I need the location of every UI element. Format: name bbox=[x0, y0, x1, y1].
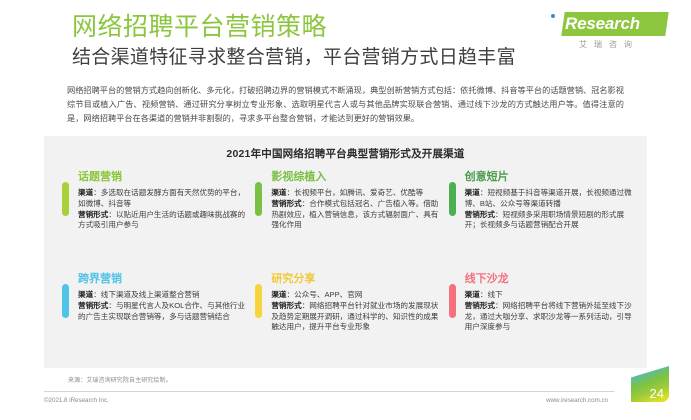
card-form-label: 营销形式 bbox=[78, 209, 109, 219]
card-channel-line: 渠道：线下 bbox=[465, 290, 632, 301]
card-body: 跨界营销渠道：线下渠道及线上渠道整合营销营销形式：与明星代言人及KOL合作、与其… bbox=[78, 271, 245, 322]
page-corner-graphic: 24 bbox=[631, 366, 669, 402]
chart-title: 2021年中国网络招聘平台典型营销形式及开展渠道 bbox=[226, 148, 465, 160]
card-channel-line: 渠道：多选取在话题发酵方面有天然优势的平台，如微博、抖音等 bbox=[78, 188, 245, 210]
card-accent-bar bbox=[62, 284, 69, 318]
card-body: 线下沙龙渠道：线下营销形式：网络招聘平台将线下营销外延至线下沙龙，通过大咖分享、… bbox=[465, 271, 632, 333]
card-text: 渠道：长视频平台，如腾讯、爱奇艺、优酷等营销形式：合作模式包括冠名、广告植入等。… bbox=[271, 188, 438, 231]
marketing-card: 线下沙龙渠道：线下营销形式：网络招聘平台将线下营销外延至线下沙龙，通过大咖分享、… bbox=[448, 271, 632, 367]
logo-dot-icon bbox=[551, 14, 555, 18]
card-channel-value: ： bbox=[286, 188, 295, 197]
card-form-text: 合作模式包括冠名、广告植入等。借助热剧效应，植入营销信息，该方式辐射面广、具有强… bbox=[271, 198, 439, 230]
card-body: 话题营销渠道：多选取在话题发酵方面有天然优势的平台，如微博、抖音等营销形式：以贴… bbox=[78, 169, 245, 231]
card-title: 影视综植入 bbox=[271, 171, 327, 183]
source-note: 来源：艾瑞咨询研究院自主研究绘制。 bbox=[68, 378, 172, 384]
card-form-label: 营销形式 bbox=[464, 209, 496, 219]
page-number: 24 bbox=[649, 386, 664, 401]
card-form-text: 网络招聘平台针对就业市场的发展现状及趋势定期展开调研，通过科学的、知识性的成果触… bbox=[271, 300, 439, 332]
card-channel-value: ： bbox=[479, 188, 488, 197]
card-channel-label: 渠道 bbox=[464, 188, 480, 197]
card-body: 研究分享渠道：公众号、APP、官网营销形式：网络招聘平台针对就业市场的发展现状及… bbox=[271, 271, 438, 333]
card-form-text: 短视频多采用职场情景短剧的形式展开；长视频多与话题营销配合开展 bbox=[464, 209, 625, 230]
card-channel-value: ： bbox=[286, 290, 295, 299]
card-form-line: 营销形式：与明星代言人及KOL合作、与其他行业的广告主实现联合营销等，多与话题营… bbox=[78, 301, 245, 323]
card-channel-label: 渠道 bbox=[78, 290, 94, 299]
card-channel-text: 线下渠道及线上渠道整合营销 bbox=[100, 290, 200, 299]
card-form-colon: ： bbox=[495, 209, 503, 219]
card-channel-value: ： bbox=[479, 290, 488, 299]
intro-paragraph: 网络招聘平台的营销方式趋向创新化、多元化，打破招聘边界的营销模式不断涌现，典型创… bbox=[67, 86, 624, 123]
card-channel-value: ： bbox=[93, 290, 101, 299]
marketing-cards-grid: 话题营销渠道：多选取在话题发酵方面有天然优势的平台，如微博、抖音等营销形式：以贴… bbox=[62, 169, 632, 367]
card-form-text: 与明星代言人及KOL合作、与其他行业的广告主实现联合营销等，多与话题营销结合 bbox=[78, 300, 246, 321]
marketing-card: 影视综植入渠道：长视频平台，如腾讯、爱奇艺、优酷等营销形式：合作模式包括冠名、广… bbox=[255, 169, 438, 265]
card-form-colon: ： bbox=[495, 300, 503, 310]
logo-wordmark: Research bbox=[565, 14, 640, 33]
card-form-colon: ： bbox=[108, 300, 116, 310]
page-subtitle: 结合渠道特征寻求整合营销，平台营销方式日趋丰富 bbox=[72, 47, 516, 68]
card-text: 渠道：多选取在话题发酵方面有天然优势的平台，如微博、抖音等营销形式：以贴近用户生… bbox=[78, 188, 245, 231]
card-form-line: 营销形式：短视频多采用职场情景短剧的形式展开；长视频多与话题营销配合开展 bbox=[465, 210, 632, 232]
card-text: 渠道：短视频基于抖音等渠道开展，长视频通过微博、B站、公众号等渠道转播营销形式：… bbox=[465, 188, 632, 231]
card-text: 渠道：线下渠道及线上渠道整合营销营销形式：与明星代言人及KOL合作、与其他行业的… bbox=[78, 290, 245, 322]
card-body: 创意短片渠道：短视频基于抖音等渠道开展，长视频通过微博、B站、公众号等渠道转播营… bbox=[465, 169, 632, 231]
card-channel-text: 多选取在话题发酵方面有天然优势的平台，如微博、抖音等 bbox=[78, 188, 246, 208]
marketing-card: 话题营销渠道：多选取在话题发酵方面有天然优势的平台，如微博、抖音等营销形式：以贴… bbox=[62, 169, 245, 265]
marketing-card: 研究分享渠道：公众号、APP、官网营销形式：网络招聘平台针对就业市场的发展现状及… bbox=[255, 271, 438, 367]
copyright-text: ©2021.8 iResearch Inc. bbox=[44, 397, 109, 404]
card-text: 渠道：线下营销形式：网络招聘平台将线下营销外延至线下沙龙，通过大咖分享、求职沙龙… bbox=[465, 290, 632, 333]
card-channel-label: 渠道 bbox=[78, 188, 94, 197]
card-form-label: 营销形式 bbox=[78, 300, 109, 310]
card-channel-text: 短视频基于抖音等渠道开展，长视频通过微博、B站、公众号等渠道转播 bbox=[464, 188, 632, 208]
card-form-label: 营销形式 bbox=[464, 300, 496, 310]
card-form-line: 营销形式：网络招聘平台针对就业市场的发展现状及趋势定期展开调研，通过科学的、知识… bbox=[271, 301, 438, 333]
marketing-card: 跨界营销渠道：线下渠道及线上渠道整合营销营销形式：与明星代言人及KOL合作、与其… bbox=[62, 271, 245, 367]
page-title: 网络招聘平台营销策略 bbox=[72, 13, 328, 41]
logo-i-mark bbox=[551, 14, 555, 19]
card-channel-label: 渠道 bbox=[271, 188, 287, 197]
logo-chinese-name: 艾瑞咨询 bbox=[579, 40, 639, 49]
card-channel-label: 渠道 bbox=[464, 290, 480, 299]
card-title: 跨界营销 bbox=[78, 273, 122, 285]
card-title: 研究分享 bbox=[271, 273, 316, 285]
card-accent-bar bbox=[448, 182, 456, 216]
website-url: www.iresearch.com.cn bbox=[546, 397, 608, 404]
card-accent-bar bbox=[255, 284, 263, 318]
card-form-text: 网络招聘平台将线下营销外延至线下沙龙，通过大咖分享、求职沙龙等一系列活动，引导用… bbox=[464, 300, 632, 332]
card-channel-text: 线下 bbox=[487, 290, 503, 299]
card-form-line: 营销形式：以贴近用户生活的话题或趣味挑战赛的方式吸引用户参与 bbox=[78, 210, 245, 232]
card-form-colon: ： bbox=[301, 300, 310, 310]
card-channel-label: 渠道 bbox=[271, 290, 287, 299]
card-form-label: 营销形式 bbox=[271, 300, 302, 310]
card-form-colon: ： bbox=[301, 198, 310, 208]
card-accent-bar bbox=[255, 182, 263, 216]
card-form-colon: ： bbox=[108, 209, 116, 219]
card-channel-text: 长视频平台，如腾讯、爱奇艺、优酷等 bbox=[294, 188, 424, 197]
card-title: 线下沙龙 bbox=[464, 273, 509, 285]
card-form-text: 以贴近用户生活的话题或趣味挑战赛的方式吸引用户参与 bbox=[78, 209, 246, 230]
card-title: 话题营销 bbox=[78, 171, 122, 183]
card-form-label: 营销形式 bbox=[271, 198, 302, 208]
card-form-line: 营销形式：网络招聘平台将线下营销外延至线下沙龙，通过大咖分享、求职沙龙等一系列活… bbox=[465, 301, 632, 333]
footer-divider bbox=[44, 391, 614, 392]
card-form-line: 营销形式：合作模式包括冠名、广告植入等。借助热剧效应，植入营销信息，该方式辐射面… bbox=[271, 199, 438, 231]
card-channel-line: 渠道：长视频平台，如腾讯、爱奇艺、优酷等 bbox=[271, 188, 438, 199]
card-channel-line: 渠道：公众号、APP、官网 bbox=[271, 290, 438, 301]
card-title: 创意短片 bbox=[464, 171, 509, 183]
card-channel-text: 公众号、APP、官网 bbox=[294, 290, 363, 299]
slide-header: 网络招聘平台营销策略 结合渠道特征寻求整合营销，平台营销方式日趋丰富 Resea… bbox=[0, 0, 691, 78]
card-channel-value: ： bbox=[93, 188, 101, 197]
card-text: 渠道：公众号、APP、官网营销形式：网络招聘平台针对就业市场的发展现状及趋势定期… bbox=[271, 290, 438, 333]
card-accent-bar bbox=[62, 182, 69, 216]
iresearch-logo: Research 艾瑞咨询 bbox=[549, 12, 669, 54]
card-channel-line: 渠道：线下渠道及线上渠道整合营销 bbox=[78, 290, 245, 301]
card-accent-bar bbox=[448, 284, 456, 318]
card-body: 影视综植入渠道：长视频平台，如腾讯、爱奇艺、优酷等营销形式：合作模式包括冠名、广… bbox=[271, 169, 438, 231]
card-channel-line: 渠道：短视频基于抖音等渠道开展，长视频通过微博、B站、公众号等渠道转播 bbox=[465, 188, 632, 210]
marketing-card: 创意短片渠道：短视频基于抖音等渠道开展，长视频通过微博、B站、公众号等渠道转播营… bbox=[448, 169, 632, 265]
content-panel: 2021年中国网络招聘平台典型营销形式及开展渠道 话题营销渠道：多选取在话题发酵… bbox=[44, 136, 647, 368]
